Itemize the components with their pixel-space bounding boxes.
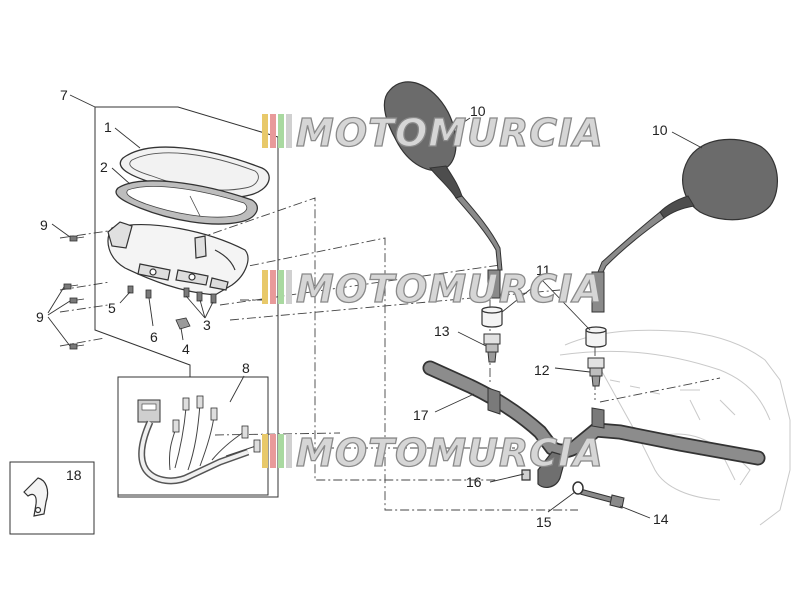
clip-6	[145, 289, 152, 299]
mirror-adapter-part-12	[587, 357, 605, 387]
clip-5	[127, 285, 134, 294]
mirror-right-part-10	[591, 138, 778, 313]
watermark-text-middle: MOTOMURCIA	[296, 267, 604, 311]
label-part-1: 1	[104, 119, 112, 135]
bulb-3a	[183, 287, 190, 298]
mirror-adapter-part-13	[483, 333, 501, 363]
label-part-9-top: 9	[40, 217, 48, 233]
label-part-12: 12	[534, 362, 550, 378]
watermark-bottom: MOTOMURCIA	[262, 430, 604, 476]
clamp-part-16	[521, 451, 567, 488]
label-part-4: 4	[182, 341, 190, 357]
instrument-housing	[107, 221, 249, 296]
watermark-middle: MOTOMURCIA	[262, 266, 604, 312]
bracket-part-18	[23, 477, 49, 517]
label-part-6: 6	[150, 329, 158, 345]
leader-lines	[47, 94, 703, 519]
instrument-lens-part-1	[119, 146, 270, 199]
label-part-16: 16	[466, 474, 482, 490]
frame-box-18	[9, 461, 95, 535]
callout-labels: 7 1 2 9 9 5 6 4 3 8 18 10 10 11 13 12 17…	[36, 87, 669, 530]
label-part-11: 11	[536, 262, 551, 278]
bulb-3c	[210, 293, 217, 304]
watermark-top: MOTOMURCIA	[262, 110, 604, 156]
mirror-left-part-10	[383, 81, 503, 299]
small-hardware	[63, 235, 217, 350]
label-part-7: 7	[60, 87, 68, 103]
label-part-8: 8	[242, 360, 250, 376]
screw-9-c	[69, 343, 85, 350]
instrument-gasket-part-2	[115, 180, 258, 225]
label-part-17: 17	[413, 407, 429, 423]
screw-9-top	[69, 235, 85, 242]
label-part-10-left: 10	[470, 103, 486, 119]
bushing-part-11	[481, 306, 607, 348]
screw-9-b	[69, 297, 85, 304]
bulb-3b	[196, 291, 203, 302]
label-part-18: 18	[66, 467, 82, 483]
washer-part-15	[572, 481, 584, 495]
label-part-14: 14	[653, 511, 669, 527]
handlebar-part-17	[422, 360, 766, 466]
label-part-2: 2	[100, 159, 108, 175]
label-part-9: 9	[36, 309, 44, 325]
watermark-text-top: MOTOMURCIA	[296, 111, 604, 155]
label-part-10-right: 10	[652, 122, 668, 138]
label-part-5: 5	[108, 300, 116, 316]
nut-4	[175, 317, 191, 330]
screw-9-a	[63, 283, 79, 290]
label-part-13: 13	[434, 323, 450, 339]
label-part-15: 15	[536, 514, 552, 530]
label-part-3: 3	[203, 317, 211, 333]
watermark-text-bottom: MOTOMURCIA	[296, 431, 604, 475]
bolt-part-14	[579, 489, 625, 509]
wiring-harness-part-8	[137, 395, 261, 485]
